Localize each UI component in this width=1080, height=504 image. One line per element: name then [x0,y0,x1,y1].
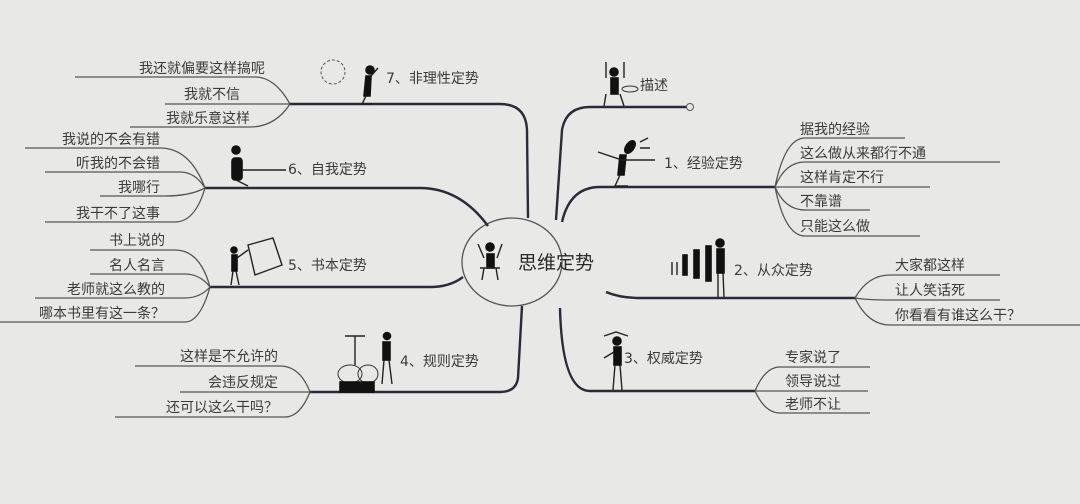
leaves-6: 我说的不会有错 听我的不会错 我哪行 我干不了这事 [62,132,160,222]
branch-line-7 [290,102,530,219]
leaf-item[interactable]: 只能这么做 [800,218,870,235]
leaves-3: 专家说了 领导说过 老师不让 [785,349,841,413]
branch-line-1 [560,185,775,223]
person-with-board-icon [230,237,283,286]
leaf-item[interactable]: 不靠谱 [800,194,842,210]
branch-line-2 [605,290,855,300]
leaf-item[interactable]: 哪本书里有这一条？ [39,305,165,322]
branch-label-5[interactable]: 5、书本定势 [288,258,367,274]
authority-person-icon [603,331,629,391]
scale-person-icon [337,331,393,393]
expand-node-button[interactable] [686,103,694,111]
leaves-2: 大家都这样 让人笑话死 你看看有谁这么干？ [895,257,1021,324]
leaf-lines-4 [115,365,311,418]
branch-line-5 [210,276,464,289]
leaf-lines-7 [75,76,291,128]
branch-label-2[interactable]: 2、从众定势 [734,263,813,279]
branch-label-describe[interactable]: 描述 [640,78,668,94]
leaf-item[interactable]: 我就不信 [184,87,240,103]
drummer-icon [603,62,639,107]
thinker-icon [477,242,503,281]
center-title: 思维定势 [518,252,594,274]
shouting-person-icon [597,137,655,187]
leaf-item[interactable]: 还可以这么干吗？ [166,399,278,416]
leaf-item[interactable]: 名人名言 [109,258,165,274]
branch-label-1[interactable]: 1、经验定势 [664,156,743,172]
leaf-lines-2 [854,274,1080,326]
center-node [461,217,563,307]
leaf-item[interactable]: 领导说过 [785,374,841,390]
leaf-item[interactable]: 我就乐意这样 [166,110,250,127]
branch-label-6[interactable]: 6、自我定势 [288,162,367,178]
leaf-item[interactable]: 你看看有谁这么干？ [895,307,1021,324]
leaf-item[interactable]: 专家说了 [785,349,841,366]
branch-line-4 [310,305,524,394]
leaves-4: 这样是不允许的 会违反规定 还可以这么干吗？ [166,348,278,416]
branch-label-3[interactable]: 3、权威定势 [624,351,703,367]
branch-label-7[interactable]: 7、非理性定势 [386,71,479,87]
leaf-lines-5 [0,249,211,323]
leaf-item[interactable]: 这样是不允许的 [180,348,278,365]
branch-line-describe [554,105,688,221]
leaf-item[interactable]: 老师不让 [785,397,841,413]
leaves-1: 据我的经验 这么做从来都行不通 这样肯定不行 不靠谱 只能这么做 [800,122,926,235]
leaf-item[interactable]: 我哪行 [118,180,160,196]
leaf-item[interactable]: 让人笑话死 [895,283,965,299]
leaf-item[interactable]: 我还就偏要这样搞呢 [139,60,265,77]
leaf-item[interactable]: 这样肯定不行 [800,169,884,186]
leaves-5: 书上说的 名人名言 老师就这么教的 哪本书里有这一条？ [39,233,165,322]
leaf-lines-6 [25,147,206,223]
leaf-item[interactable]: 听我的不会错 [76,156,160,172]
brain-figure-icon [320,59,379,105]
leaf-item[interactable]: 据我的经验 [800,122,870,138]
leaf-lines-1 [774,137,1000,237]
leaves-7: 我还就偏要这样搞呢 我就不信 我就乐意这样 [139,60,265,127]
leaf-item[interactable]: 大家都这样 [895,257,965,274]
branch-line-6 [205,186,489,227]
leaf-item[interactable]: 这么做从来都行不通 [800,145,926,162]
leaf-item[interactable]: 老师就这么教的 [67,281,165,298]
leaf-lines-3 [754,366,870,414]
leaf-item[interactable]: 会违反规定 [208,375,278,391]
leaf-item[interactable]: 我干不了这事 [76,205,160,222]
leaf-item[interactable]: 书上说的 [109,233,165,249]
branch-line-3 [558,307,755,393]
crowd-icon [671,238,725,298]
branch-label-4[interactable]: 4、规则定势 [400,354,479,370]
sitting-person-icon [231,145,286,187]
leaf-item[interactable]: 我说的不会有错 [62,132,160,148]
